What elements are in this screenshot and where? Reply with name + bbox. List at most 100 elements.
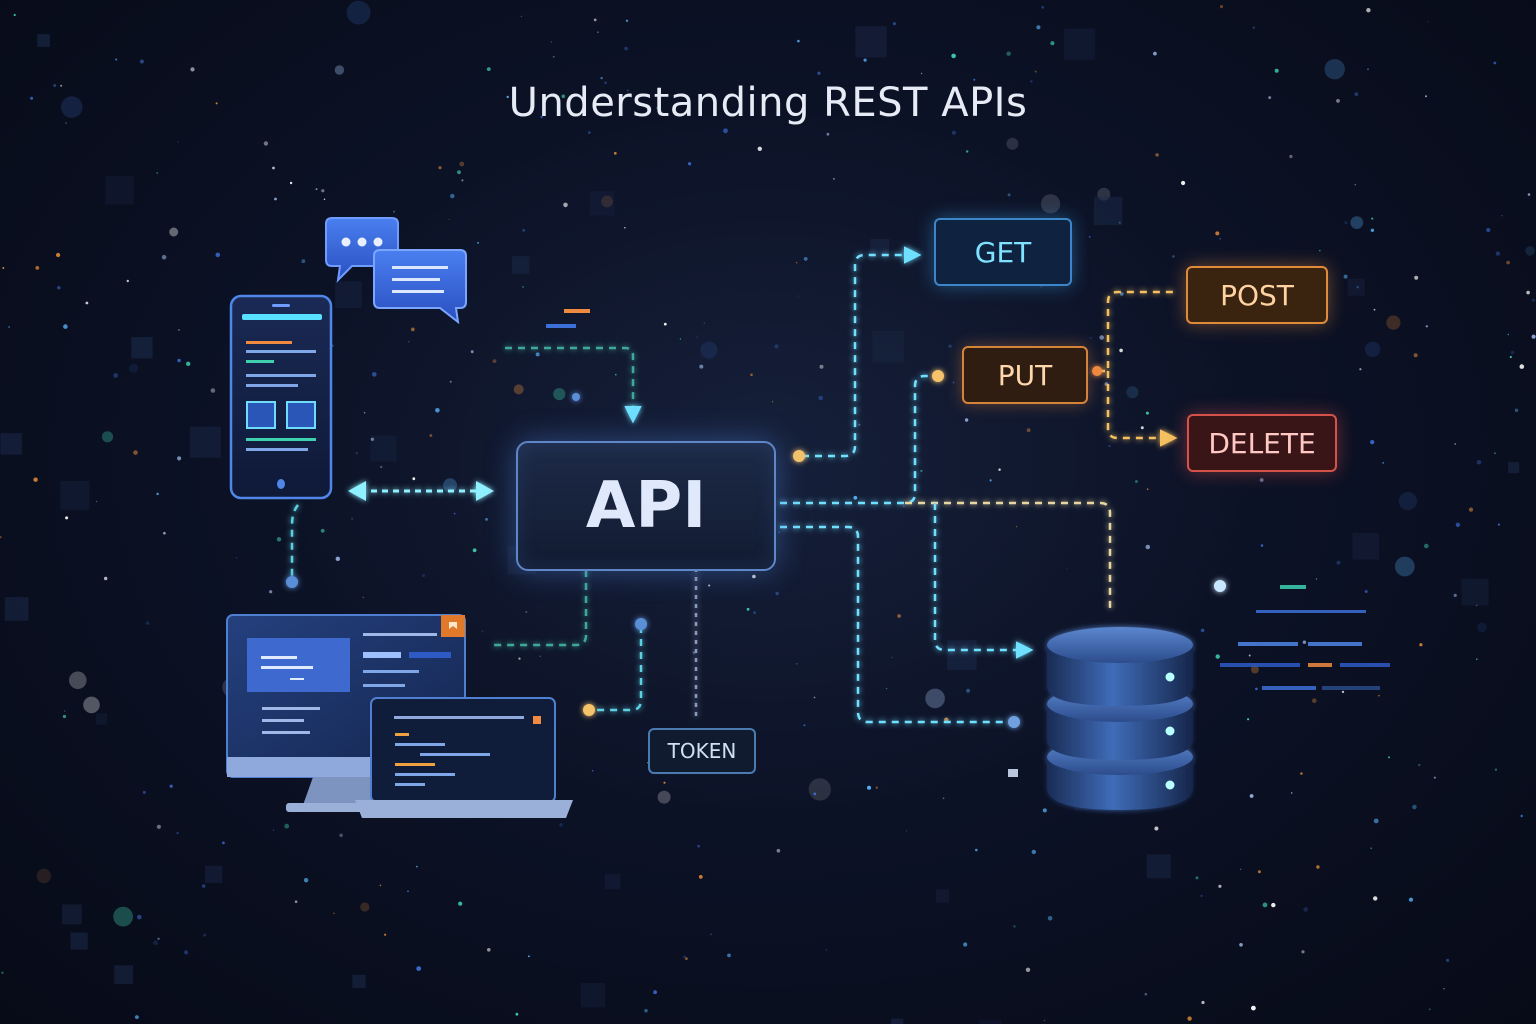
star-particle: [1301, 950, 1305, 954]
star-particle: [1248, 654, 1251, 657]
api-box: API: [516, 441, 776, 571]
star-particle: [157, 937, 160, 940]
star-particle: [63, 710, 66, 712]
star-particle: [1388, 756, 1390, 759]
star-particle: [1425, 325, 1428, 328]
star-particle: [699, 364, 704, 369]
star-particle: [1257, 870, 1261, 874]
star-particle: [169, 227, 179, 237]
star-particle: [1378, 694, 1380, 697]
star-particle: [36, 868, 52, 884]
star-particle: [13, 13, 16, 17]
star-particle: [372, 372, 377, 377]
pixel-square: [936, 889, 950, 903]
method-put: PUT: [962, 346, 1088, 404]
star-particle: [966, 150, 969, 153]
star-particle: [656, 107, 658, 109]
star-particle: [772, 401, 774, 403]
star-particle: [951, 130, 957, 135]
star-particle: [1300, 772, 1303, 775]
star-particle: [1268, 96, 1272, 100]
star-particle: [481, 630, 484, 633]
star-particle: [553, 388, 566, 401]
star-particle: [1527, 193, 1531, 196]
star-particle: [775, 591, 779, 596]
star-particle: [813, 696, 816, 699]
star-particle: [1195, 876, 1199, 880]
star-particle: [528, 955, 530, 958]
star-particle: [1155, 153, 1159, 157]
star-particle: [1041, 5, 1045, 9]
pixel-square: [1347, 278, 1365, 296]
star-particle: [1414, 275, 1419, 280]
star-particle: [161, 254, 167, 260]
star-particle: [422, 574, 425, 578]
star-particle: [145, 621, 150, 625]
star-particle: [1366, 8, 1371, 13]
token-label: TOKEN: [667, 739, 737, 763]
star-particle: [1030, 80, 1033, 83]
star-particle: [1250, 665, 1259, 674]
star-particle: [492, 359, 497, 363]
star-particle: [1145, 411, 1149, 415]
star-particle: [184, 950, 189, 955]
star-particle: [700, 341, 718, 359]
star-particle: [137, 914, 142, 920]
star-particle: [1501, 215, 1503, 217]
star-particle: [1509, 355, 1512, 359]
star-particle: [989, 479, 992, 482]
star-particle: [540, 115, 543, 119]
star-particle: [1408, 897, 1414, 902]
connector-to-get: [802, 246, 922, 458]
star-particle: [624, 227, 626, 229]
star-particle: [1153, 51, 1157, 56]
method-post: POST: [1186, 266, 1328, 324]
star-particle: [486, 67, 491, 71]
star-particle: [561, 94, 566, 99]
connector-api-right: [780, 374, 938, 505]
star-particle: [156, 824, 161, 829]
star-particle: [438, 166, 442, 170]
star-particle: [1507, 333, 1510, 336]
star-particle: [1428, 1008, 1431, 1011]
star-particle: [458, 901, 463, 906]
arrowhead-left: [348, 481, 366, 501]
connector-api-right-2: [905, 501, 1112, 612]
star-particle: [1510, 350, 1515, 355]
method-delete-label: DELETE: [1208, 426, 1316, 460]
connector-top-to-api: [505, 346, 642, 424]
star-particle: [323, 198, 326, 200]
star-particle: [1382, 461, 1385, 464]
star-particle: [142, 790, 146, 794]
star-particle: [1425, 95, 1427, 98]
pixel-square: [580, 983, 606, 1008]
star-particle: [210, 388, 216, 393]
star-particle: [1215, 654, 1220, 659]
star-particle: [708, 584, 711, 587]
star-particle: [1433, 776, 1436, 779]
star-particle: [797, 295, 799, 297]
star-particle: [69, 671, 87, 690]
star-particle: [1187, 1016, 1192, 1021]
star-particle: [1302, 640, 1307, 644]
star-particle: [1315, 578, 1318, 580]
pixel-square: [37, 34, 50, 47]
star-particle: [235, 556, 238, 559]
star-particle: [272, 829, 275, 831]
star-particle: [1251, 1005, 1256, 1011]
star-particle: [1370, 228, 1375, 232]
star-particle: [8, 326, 11, 328]
data-stream-decor: [1008, 585, 1390, 777]
star-particle: [1519, 364, 1525, 369]
star-particle: [1525, 246, 1535, 256]
star-particle: [65, 122, 67, 124]
star-particle: [867, 785, 871, 790]
star-particle: [133, 450, 138, 455]
star-particle: [487, 948, 491, 952]
star-particle: [1118, 221, 1121, 224]
star-particle: [1026, 428, 1031, 433]
star-particle: [753, 611, 756, 615]
star-particle: [115, 58, 118, 61]
star-particle: [1218, 884, 1222, 888]
star-particle: [1316, 865, 1320, 869]
